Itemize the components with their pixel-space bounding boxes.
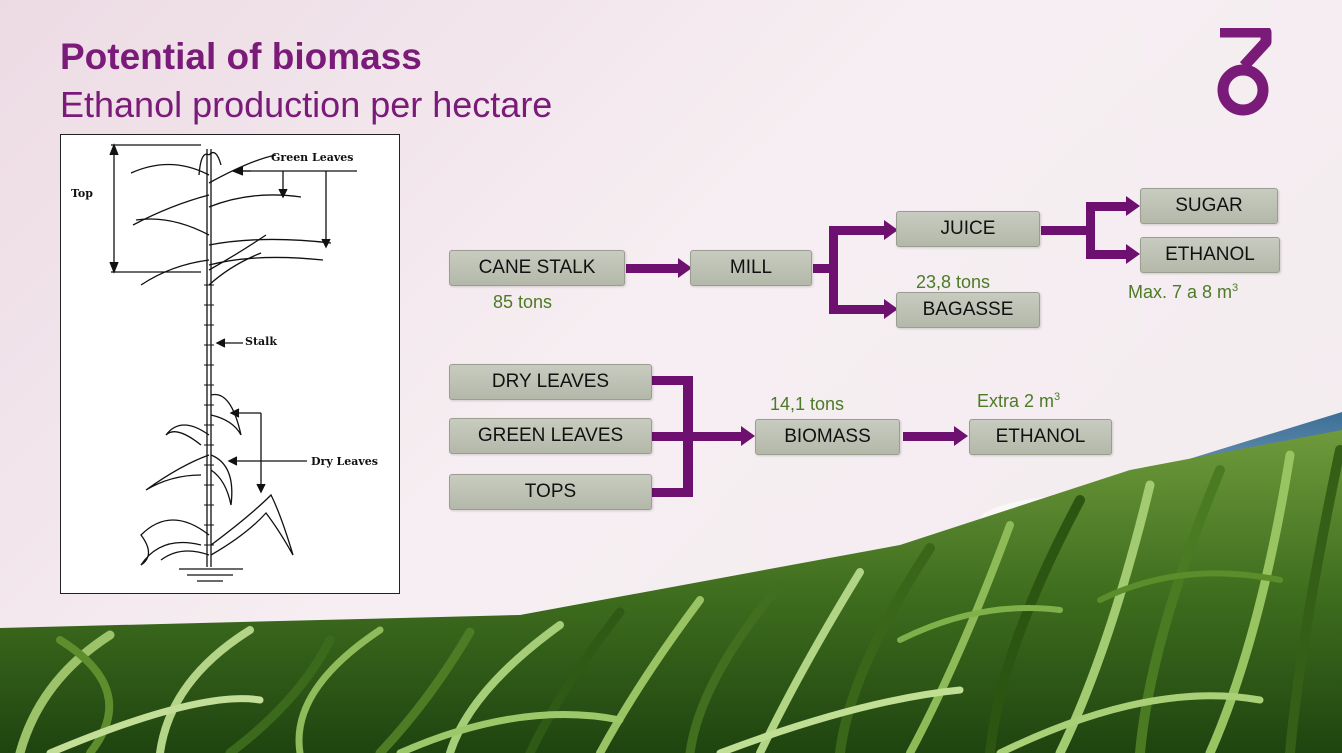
node-dry-leaves: DRY LEAVES bbox=[449, 364, 652, 400]
arrow-cane-to-mill-head bbox=[678, 258, 692, 278]
bagasse-amount: 23,8 tons bbox=[916, 272, 991, 292]
extra-ethanol-note: Extra 2 m3 bbox=[977, 391, 1061, 411]
plant-label-dry-leaves: Dry Leaves bbox=[311, 455, 378, 468]
page-title: Potential of biomass bbox=[60, 36, 422, 77]
arrow-to-sugar-head bbox=[1126, 196, 1140, 216]
node-bagasse: BAGASSE bbox=[896, 292, 1040, 328]
connector-residues bbox=[652, 376, 692, 385]
node-ethanol-from-juice: ETHANOL bbox=[1140, 237, 1280, 273]
node-green-leaves: GREEN LEAVES bbox=[449, 418, 652, 454]
node-sugar: SUGAR bbox=[1140, 188, 1278, 224]
arrow-cane-to-mill bbox=[626, 264, 678, 273]
node-cane-stalk: CANE STALK bbox=[449, 250, 625, 286]
page-subtitle: Ethanol production per hectare bbox=[60, 84, 553, 125]
ethanol-yield-note: Max. 7 a 8 m3 bbox=[1128, 282, 1239, 302]
arrow-biomass-to-ethanol bbox=[903, 432, 955, 441]
sugarcane-plant-illustration: Top Green Leaves Stalk Dry Leaves bbox=[60, 134, 400, 594]
plant-label-top: Top bbox=[71, 187, 93, 200]
brand-logo-icon bbox=[1217, 28, 1272, 116]
node-juice: JUICE bbox=[896, 211, 1040, 247]
node-tops: TOPS bbox=[449, 474, 652, 510]
node-ethanol-from-biomass: ETHANOL bbox=[969, 419, 1112, 455]
cane-stalk-amount: 85 tons bbox=[493, 292, 553, 312]
connector-mill-split bbox=[813, 264, 837, 273]
plant-label-green-leaves: Green Leaves bbox=[271, 151, 354, 164]
arrow-to-biomass-head bbox=[741, 426, 755, 446]
biomass-amount: 14,1 tons bbox=[770, 394, 845, 414]
arrow-to-juice-head bbox=[884, 220, 898, 240]
node-biomass: BIOMASS bbox=[755, 419, 900, 455]
connector-juice-split bbox=[1041, 226, 1089, 235]
arrow-to-bagasse-head bbox=[884, 299, 898, 319]
arrow-to-ethanol-head bbox=[1126, 244, 1140, 264]
node-mill: MILL bbox=[690, 250, 812, 286]
plant-label-stalk: Stalk bbox=[245, 335, 277, 348]
